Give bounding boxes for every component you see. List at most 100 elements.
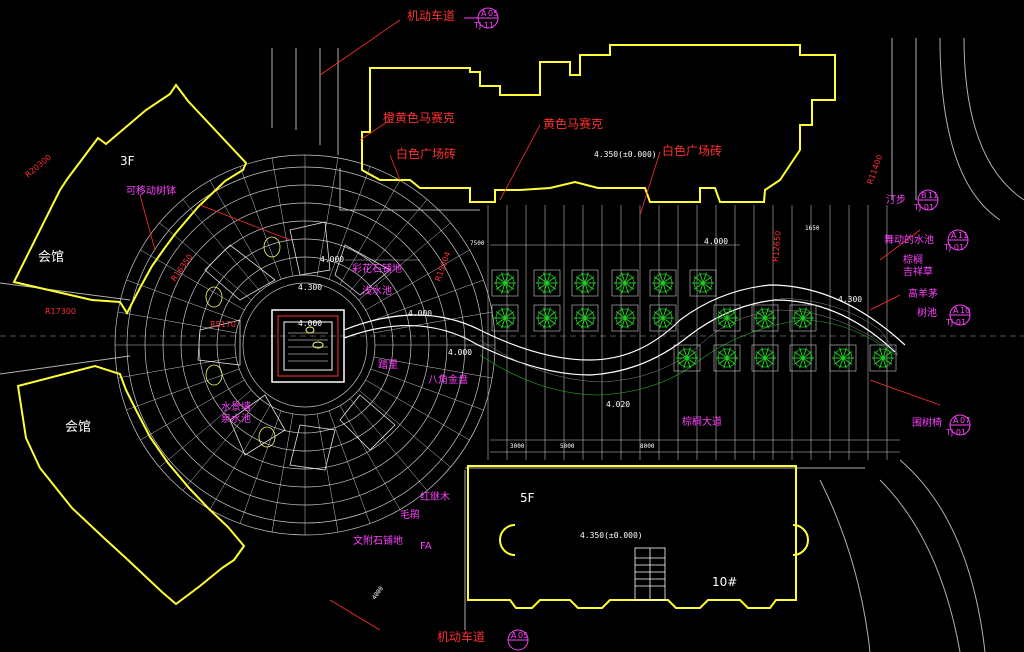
radial-line xyxy=(159,222,252,301)
radial-line xyxy=(365,379,470,441)
tag-5-top: A xyxy=(953,306,959,315)
radial-line xyxy=(316,413,339,533)
radius-r6: R12650 xyxy=(771,230,783,262)
tree-symbol xyxy=(533,304,561,332)
radial-line xyxy=(159,389,252,468)
tree-symbol xyxy=(571,269,599,297)
radial-line xyxy=(373,311,493,334)
detail-tag: A 10 TJ-01 xyxy=(945,304,971,327)
dimension-lines xyxy=(345,244,900,453)
radial-line xyxy=(239,166,282,280)
tree-symbol xyxy=(533,269,561,297)
callout-wenfu-paving: 文附石铺地 xyxy=(353,534,403,547)
radius-r7: R11400 xyxy=(865,153,884,185)
floor-5f-label: 5F xyxy=(520,491,535,505)
callout-tree-bench: 围树椅 xyxy=(912,416,942,429)
callout-dancing-pool: 舞动的水池 xyxy=(884,233,934,246)
club-lower-label: 会馆 xyxy=(65,420,91,435)
radial-line xyxy=(328,410,371,524)
tree-symbol xyxy=(789,304,817,332)
detail-tag: A 07 TJ-01 xyxy=(945,414,971,437)
tree-symbol xyxy=(689,269,717,297)
tag-2-top: A xyxy=(511,631,517,640)
radial-line xyxy=(209,405,271,510)
callout-cuckoo: 毛鹃 xyxy=(400,508,420,521)
dim-2: 5000 xyxy=(560,443,575,450)
callout-pool: 树池 xyxy=(917,306,937,319)
elevation-9: 4.000 xyxy=(704,237,728,246)
detail-tag: A 05 xyxy=(507,629,529,651)
tree-symbol xyxy=(789,344,817,372)
callout-shallow-pool: 浅水池 xyxy=(362,284,392,297)
tag-4-num: 11 xyxy=(958,231,968,240)
radius-r5: R15004 xyxy=(433,250,452,282)
elevation-10: 4.300 xyxy=(838,295,862,304)
elevation-2: 4.350(±0.000) xyxy=(580,531,643,540)
tag-6-top: A xyxy=(953,416,959,425)
top-buildings xyxy=(361,44,836,203)
radial-line xyxy=(239,410,282,524)
elevation-1: 4.350(±0.000) xyxy=(594,150,657,159)
detail-tag: A 05 TJ-11 xyxy=(464,7,499,30)
callout-yucca: 吉祥草 xyxy=(903,265,933,278)
tree-symbol xyxy=(649,304,677,332)
radial-line xyxy=(370,368,484,411)
radial-line xyxy=(140,379,245,441)
radial-line xyxy=(209,180,271,285)
tag-5-num: 10 xyxy=(960,306,970,315)
tag-5-sheet: TJ-01 xyxy=(945,318,966,327)
block-10-label: 10# xyxy=(712,575,737,589)
radial-line xyxy=(349,398,428,491)
white-tile-right-label: 白色广场砖 xyxy=(662,143,722,158)
site-boundary-lines xyxy=(0,37,1024,652)
radius-r3: R16350 xyxy=(169,253,194,284)
radial-line xyxy=(117,356,237,379)
tree-symbol xyxy=(491,304,519,332)
radial-line xyxy=(358,389,451,468)
radial-line xyxy=(271,413,294,533)
callout-stepping-stone: 汀步 xyxy=(886,194,906,206)
tree-symbol xyxy=(611,304,639,332)
floor-3f-label: 3F xyxy=(120,154,135,168)
road-top-label: 机动车道 xyxy=(407,8,455,23)
central-water-feature xyxy=(271,309,345,383)
radial-line xyxy=(358,222,451,301)
tree-symbol xyxy=(649,269,677,297)
road-bottom-label: 机动车道 xyxy=(437,629,485,644)
tree-symbol xyxy=(751,344,779,372)
callout-fern: 高羊茅 xyxy=(908,287,938,300)
callout-palm-avenue: 棕榈大道 xyxy=(682,415,722,428)
detail-tag: A 11 TJ-01 xyxy=(943,229,969,252)
radial-line xyxy=(126,368,240,411)
orange-mosaic-label: 橙黄色马赛克 xyxy=(383,110,455,125)
dim-5: 7500 xyxy=(470,240,485,247)
radius-r2: R17300 xyxy=(45,307,76,316)
dim-6: 4000 xyxy=(371,585,385,601)
callout-red-wood: 红继木 xyxy=(420,490,450,503)
radial-line xyxy=(140,249,245,311)
callout-water-wall: 水景墙 xyxy=(221,400,251,413)
dim-1: 3000 xyxy=(510,443,525,450)
yellow-mosaic-label: 黄色马赛克 xyxy=(543,116,603,131)
tag-1-top: A xyxy=(481,9,487,18)
radial-line xyxy=(182,398,261,491)
tag-4-top: A xyxy=(951,231,957,240)
tree-symbol xyxy=(751,304,779,332)
radial-line xyxy=(365,249,470,311)
callout-movable-planter: 可移动树钵 xyxy=(126,184,176,197)
radius-r1: R20300 xyxy=(24,153,54,180)
trees xyxy=(491,269,897,372)
radial-line xyxy=(271,157,294,277)
elevation-7: 4.020 xyxy=(606,400,630,409)
radial-line xyxy=(316,157,339,277)
dim-4: 1650 xyxy=(805,225,820,232)
tree-symbol xyxy=(869,344,897,372)
club-building-3f xyxy=(12,83,248,606)
radial-line xyxy=(182,199,261,292)
radial-line xyxy=(126,279,240,322)
radial-line xyxy=(328,166,371,280)
tag-4-sheet: TJ-01 xyxy=(943,243,964,252)
plaza-radial-lines xyxy=(115,155,495,535)
club-upper-label: 会馆 xyxy=(38,250,64,265)
white-tile-left-label: 白色广场砖 xyxy=(396,146,456,161)
